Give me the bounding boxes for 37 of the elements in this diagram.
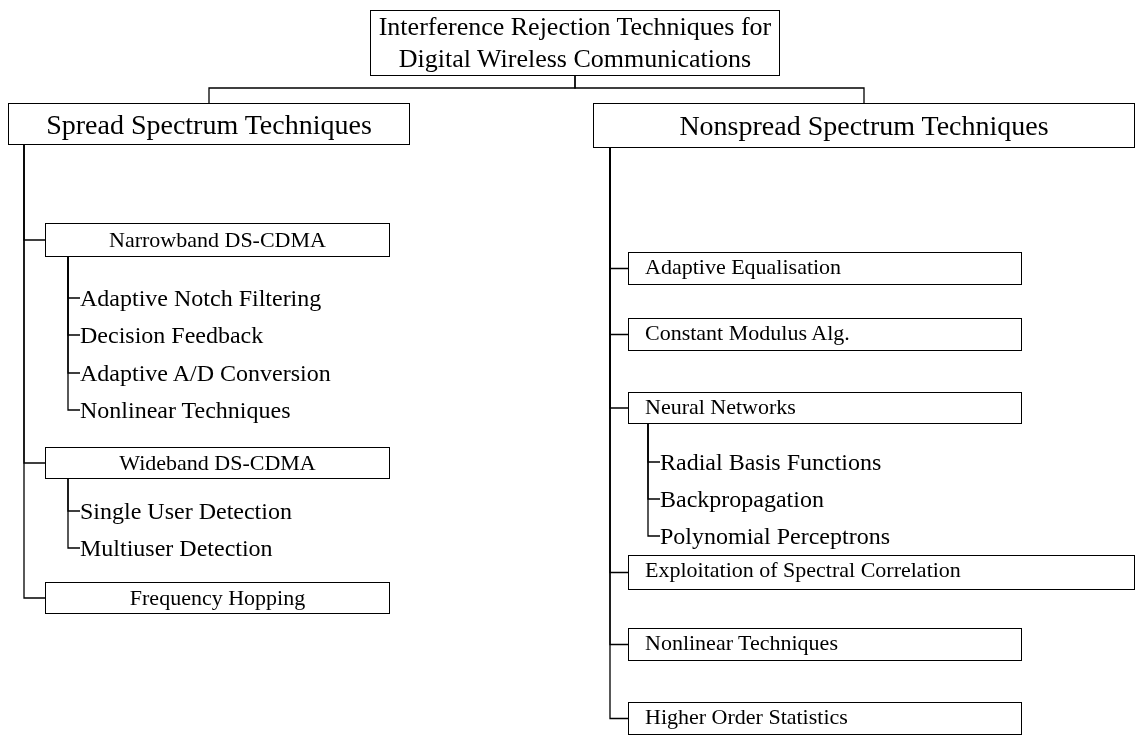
category-label: Spread Spectrum Techniques [46, 107, 372, 142]
technique-label: Frequency Hopping [129, 584, 306, 612]
technique-item-text: Single User Detection [80, 499, 292, 523]
category-box [593, 103, 1135, 148]
technique-label: Nonlinear Techniques [645, 629, 838, 657]
technique-item-text: Nonlinear Techniques [80, 398, 291, 422]
technique-box [45, 223, 390, 257]
technique-item-text: Polynomial Perceptrons [660, 524, 890, 548]
technique-item-text: Backpropagation [660, 487, 824, 511]
category-box [8, 103, 410, 145]
technique-box [45, 447, 390, 479]
technique-box [628, 252, 1022, 285]
title-text: Interference Rejection Techniques for Digital Wireless Communications [377, 10, 773, 75]
technique-item-text: Multiuser Detection [80, 536, 273, 560]
technique-label: Constant Modulus Alg. [645, 319, 850, 347]
category-label: Nonspread Spectrum Techniques [679, 109, 1049, 143]
technique-label: Exploitation of Spectral Correlation [645, 556, 961, 584]
technique-item-text: Adaptive Notch Filtering [80, 286, 322, 310]
technique-box [628, 318, 1022, 351]
technique-label: Narrowband DS-CDMA [109, 226, 326, 254]
technique-label: Neural Networks [645, 393, 796, 421]
technique-item-text: Decision Feedback [80, 323, 264, 347]
connector-line [67, 478, 81, 549]
technique-box [628, 702, 1022, 735]
technique-box [628, 628, 1022, 661]
technique-label: Higher Order Statistics [645, 703, 848, 731]
technique-box [45, 582, 390, 614]
connector-line [23, 144, 46, 599]
technique-box [628, 392, 1022, 424]
connector-line [67, 256, 81, 411]
technique-label: Adaptive Equalisation [645, 253, 842, 281]
technique-label: Wideband DS-CDMA [119, 449, 316, 477]
technique-item-text: Adaptive A/D Conversion [80, 361, 331, 385]
technique-box [628, 555, 1135, 590]
connector-line [647, 423, 661, 537]
technique-item-text: Radial Basis Functions [660, 450, 882, 474]
connector-line [574, 75, 865, 104]
